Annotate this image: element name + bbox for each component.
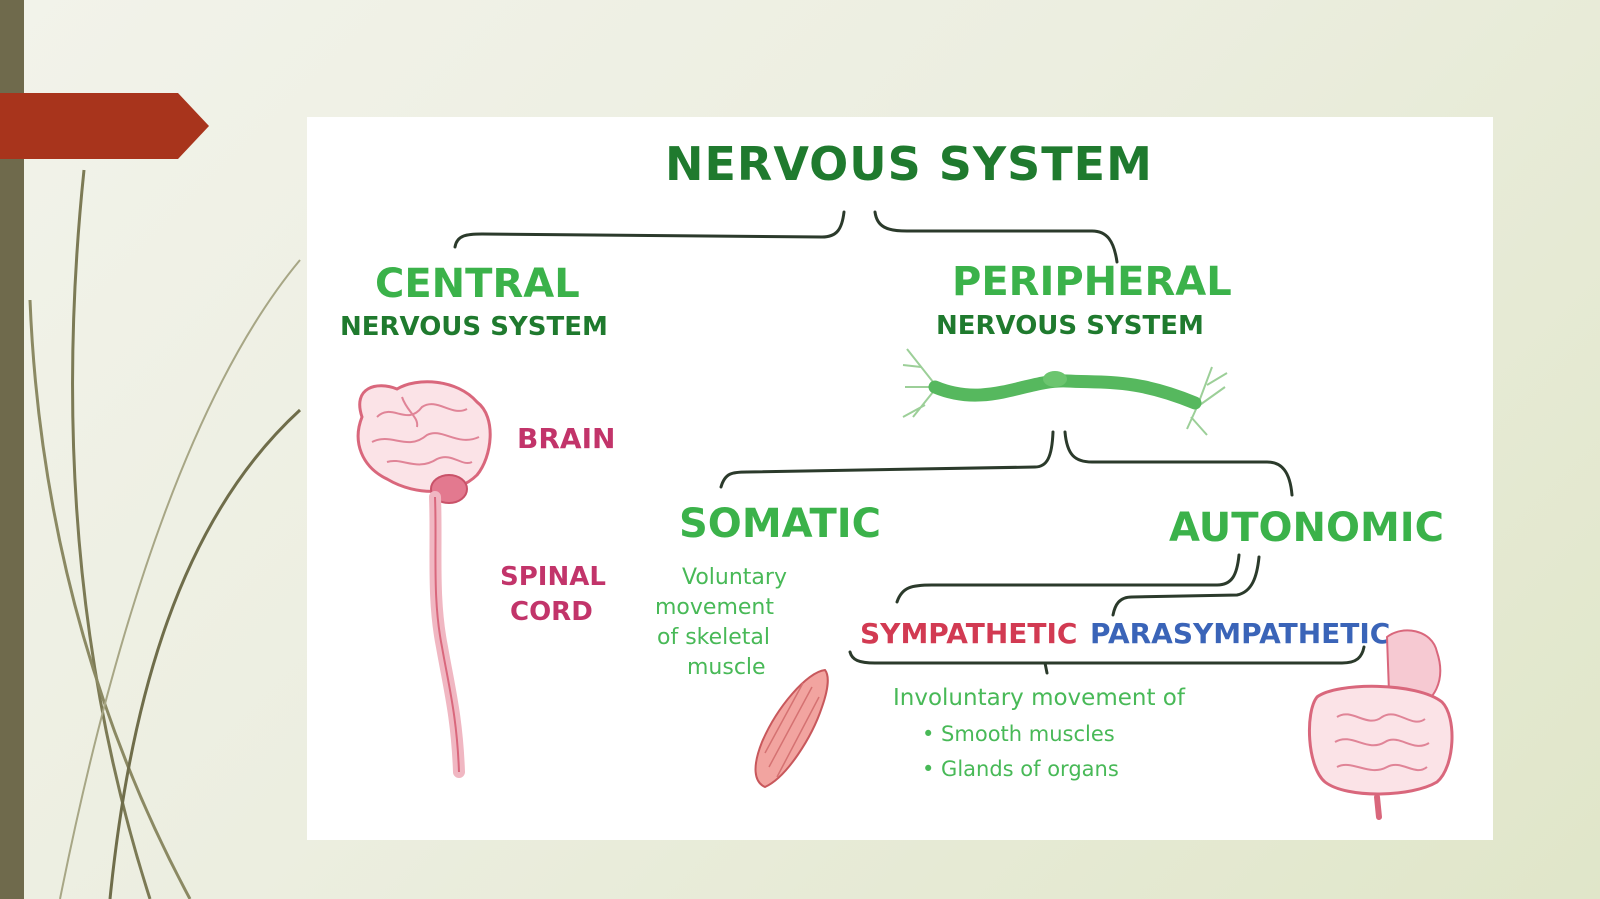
involuntary-item-smooth: • Smooth muscles: [922, 722, 1115, 746]
brain-icon: [356, 380, 492, 504]
diagram-connectors: [453, 210, 1366, 675]
involuntary-item-glands: • Glands of organs: [922, 757, 1119, 781]
skeletal-muscle-icon: [754, 668, 829, 789]
central-label: CENTRAL: [375, 261, 580, 307]
diagram-panel: NERVOUS SYSTEM CENTRAL NERVOUS SYSTEM PE…: [307, 117, 1493, 840]
decorative-swooshes: [28, 169, 302, 899]
spinal-label-line1: SPINAL: [500, 562, 606, 592]
somatic-desc-line3: of skeletal: [657, 625, 771, 650]
diagram-title: NERVOUS SYSTEM: [665, 137, 1153, 191]
brain-label: BRAIN: [517, 422, 616, 455]
sympathetic-label: SYMPATHETIC: [860, 617, 1078, 650]
spinal-cord-icon: [429, 491, 465, 778]
parasympathetic-label: PARASYMPATHETIC: [1090, 617, 1391, 650]
central-sublabel: NERVOUS SYSTEM: [340, 312, 608, 342]
neuron-icon: [902, 348, 1228, 436]
somatic-desc-line4: muscle: [687, 655, 766, 680]
spinal-label-line2: CORD: [510, 597, 593, 627]
somatic-label: SOMATIC: [679, 501, 881, 547]
somatic-desc-line2: movement: [655, 595, 774, 620]
peripheral-sublabel: NERVOUS SYSTEM: [936, 311, 1204, 341]
peripheral-label: PERIPHERAL: [952, 259, 1232, 305]
involuntary-heading: Involuntary movement of: [893, 685, 1185, 711]
arrow-tab-icon: [0, 93, 209, 159]
intestine-icon: [1307, 629, 1454, 820]
somatic-desc-line1: Voluntary: [682, 565, 787, 590]
autonomic-label: AUTONOMIC: [1169, 505, 1445, 551]
